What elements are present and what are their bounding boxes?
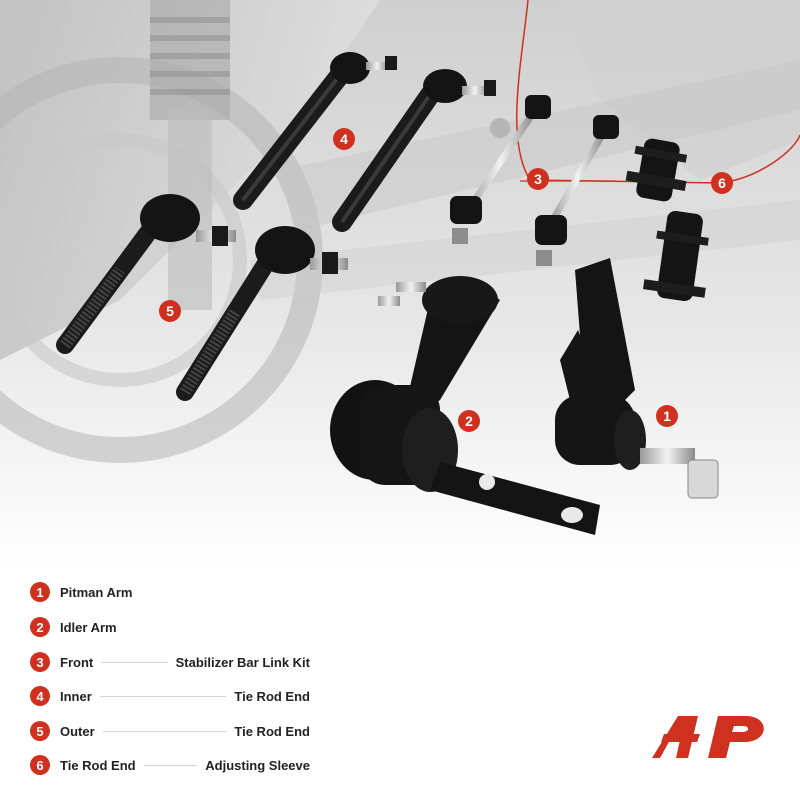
inner-tie-rod-end-right — [332, 69, 496, 232]
idler-arm — [330, 276, 600, 535]
legend-item-2: 2 Idler Arm — [30, 615, 310, 639]
legend-item-1: 1 Pitman Arm — [30, 580, 310, 604]
logo-bar — [661, 734, 700, 742]
legend-badge: 5 — [30, 721, 50, 741]
legend-badge: 4 — [30, 686, 50, 706]
legend-detail: Tie Rod End — [234, 688, 310, 704]
legend-item-5: 5 Outer Tie Rod End — [30, 719, 310, 743]
adjusting-sleeve-bottom — [643, 210, 709, 302]
callout-badge-1: 1 — [656, 405, 678, 427]
legend-badge: 2 — [30, 617, 50, 637]
logo-p-shape — [708, 716, 764, 758]
pitman-arm — [555, 258, 719, 499]
legend-label: Tie Rod End — [60, 757, 136, 773]
callout-badge-2: 2 — [458, 410, 480, 432]
legend-item-4: 4 Inner Tie Rod End — [30, 684, 310, 708]
callout-badge-6: 6 — [711, 172, 733, 194]
legend-label: Inner — [60, 688, 92, 704]
legend-leader-line — [143, 764, 198, 766]
outer-tie-rod-end-right — [176, 226, 348, 401]
legend-detail: Adjusting Sleeve — [205, 757, 310, 773]
outer-tie-rod-end-left — [56, 194, 236, 354]
legend-leader-line — [101, 661, 168, 663]
legend-item-6: 6 Tie Rod End Adjusting Sleeve — [30, 753, 310, 777]
stabilizer-link-right — [535, 115, 619, 266]
legend-label: Front — [60, 654, 94, 670]
legend-badge: 3 — [30, 652, 50, 672]
ap-brand-logo — [652, 716, 764, 758]
stabilizer-link-left — [450, 95, 551, 244]
legend-leader-line — [99, 695, 227, 697]
callout-badge-3: 3 — [527, 168, 549, 190]
legend-leader-line — [102, 730, 227, 732]
legend-label: Outer — [60, 723, 95, 739]
adjusting-sleeve-top — [625, 138, 688, 202]
legend-detail: Stabilizer Bar Link Kit — [175, 654, 310, 670]
product-scene: 4 5 3 6 2 1 — [0, 0, 800, 570]
legend-badge: 6 — [30, 755, 50, 775]
callout-badge-5: 5 — [159, 300, 181, 322]
inner-tie-rod-end-left — [233, 52, 397, 210]
legend-detail: Tie Rod End — [234, 723, 310, 739]
legend-label: Pitman Arm — [60, 584, 133, 600]
legend-item-3: 3 Front Stabilizer Bar Link Kit — [30, 650, 310, 674]
callout-badge-4: 4 — [333, 128, 355, 150]
legend-badge: 1 — [30, 582, 50, 602]
legend-label: Idler Arm — [60, 619, 117, 635]
